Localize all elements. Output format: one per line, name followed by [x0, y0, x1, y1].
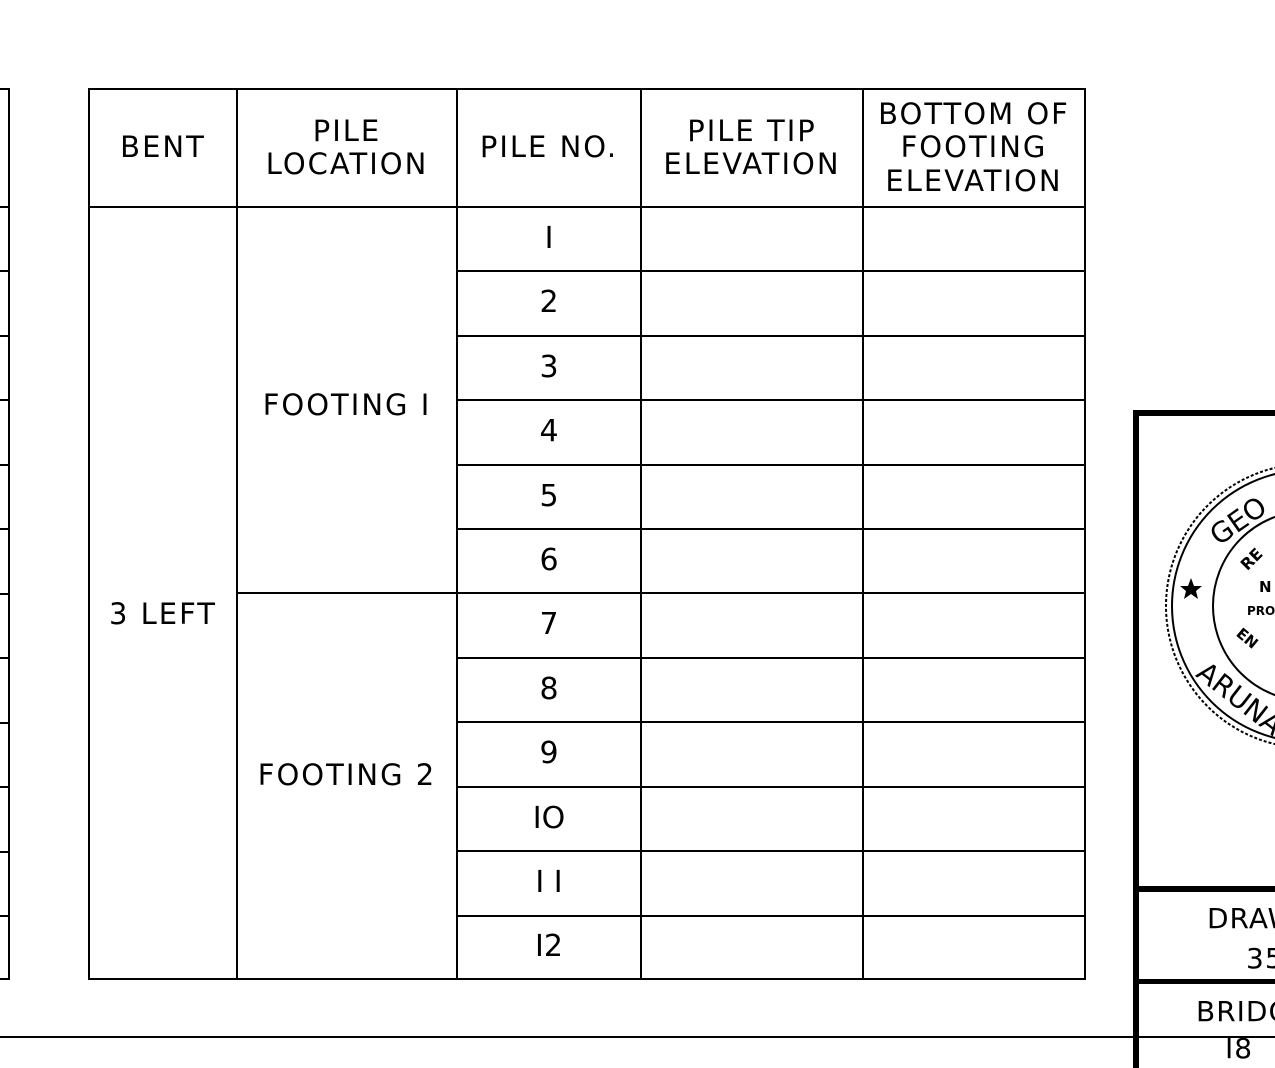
footing-2-cell: FOOTING 2 [257, 758, 437, 793]
footing-1-cell: FOOTING I [262, 388, 432, 423]
pile-no-cell: 7 [539, 607, 559, 643]
pile-no-cell: 5 [539, 478, 559, 514]
pile-no-cell: I I [535, 865, 563, 901]
drawing-label: DRAW [1207, 902, 1275, 935]
pile-no-cell: I [544, 220, 554, 256]
seal-lower-en: EN [1233, 624, 1262, 652]
pile-no-cell: I2 [535, 929, 563, 965]
header-bottom-of-footing-elevation: BOTTOM OF FOOTING ELEVATION [878, 96, 1070, 198]
left-partial-table [0, 88, 10, 980]
header-pile-tip-elevation: PILE TIP ELEVATION [663, 113, 841, 181]
pile-no-cell: 9 [539, 736, 559, 772]
pile-table: BENT PILE LOCATION PILE NO. PILE TIP ELE… [88, 88, 1086, 980]
bridge-label: BRIDG [1196, 995, 1275, 1028]
sheet-bottom-border [0, 1036, 1275, 1038]
star-icon [1180, 578, 1202, 599]
seal-center-pro: PRO [1247, 604, 1275, 618]
pile-no-cell: 6 [539, 542, 559, 578]
bent-cell: 3 LEFT [108, 597, 218, 632]
seal-name-fragment: ARUNA [1190, 655, 1275, 742]
seal-center-n: N [1259, 578, 1272, 596]
title-block: GEO RE N PRO EN ARUNA DRAW 35 BRIDG I8 [1133, 410, 1275, 1068]
pile-no-cell: 4 [539, 414, 559, 450]
header-bent: BENT [120, 130, 206, 165]
engineer-seal: GEO RE N PRO EN ARUNA [1165, 466, 1275, 746]
pile-no-cell: 8 [539, 671, 559, 707]
drawing-number: 35 [1246, 942, 1275, 975]
pile-no-cell: 3 [539, 349, 559, 385]
seal-inner-text: RE [1237, 544, 1267, 574]
header-pile-no: PILE NO. [479, 130, 619, 165]
pile-no-cell: IO [532, 800, 566, 836]
bridge-number: I8 [1225, 1032, 1254, 1065]
header-pile-location: PILE LOCATION [265, 113, 429, 181]
pile-no-cell: 2 [539, 285, 559, 321]
